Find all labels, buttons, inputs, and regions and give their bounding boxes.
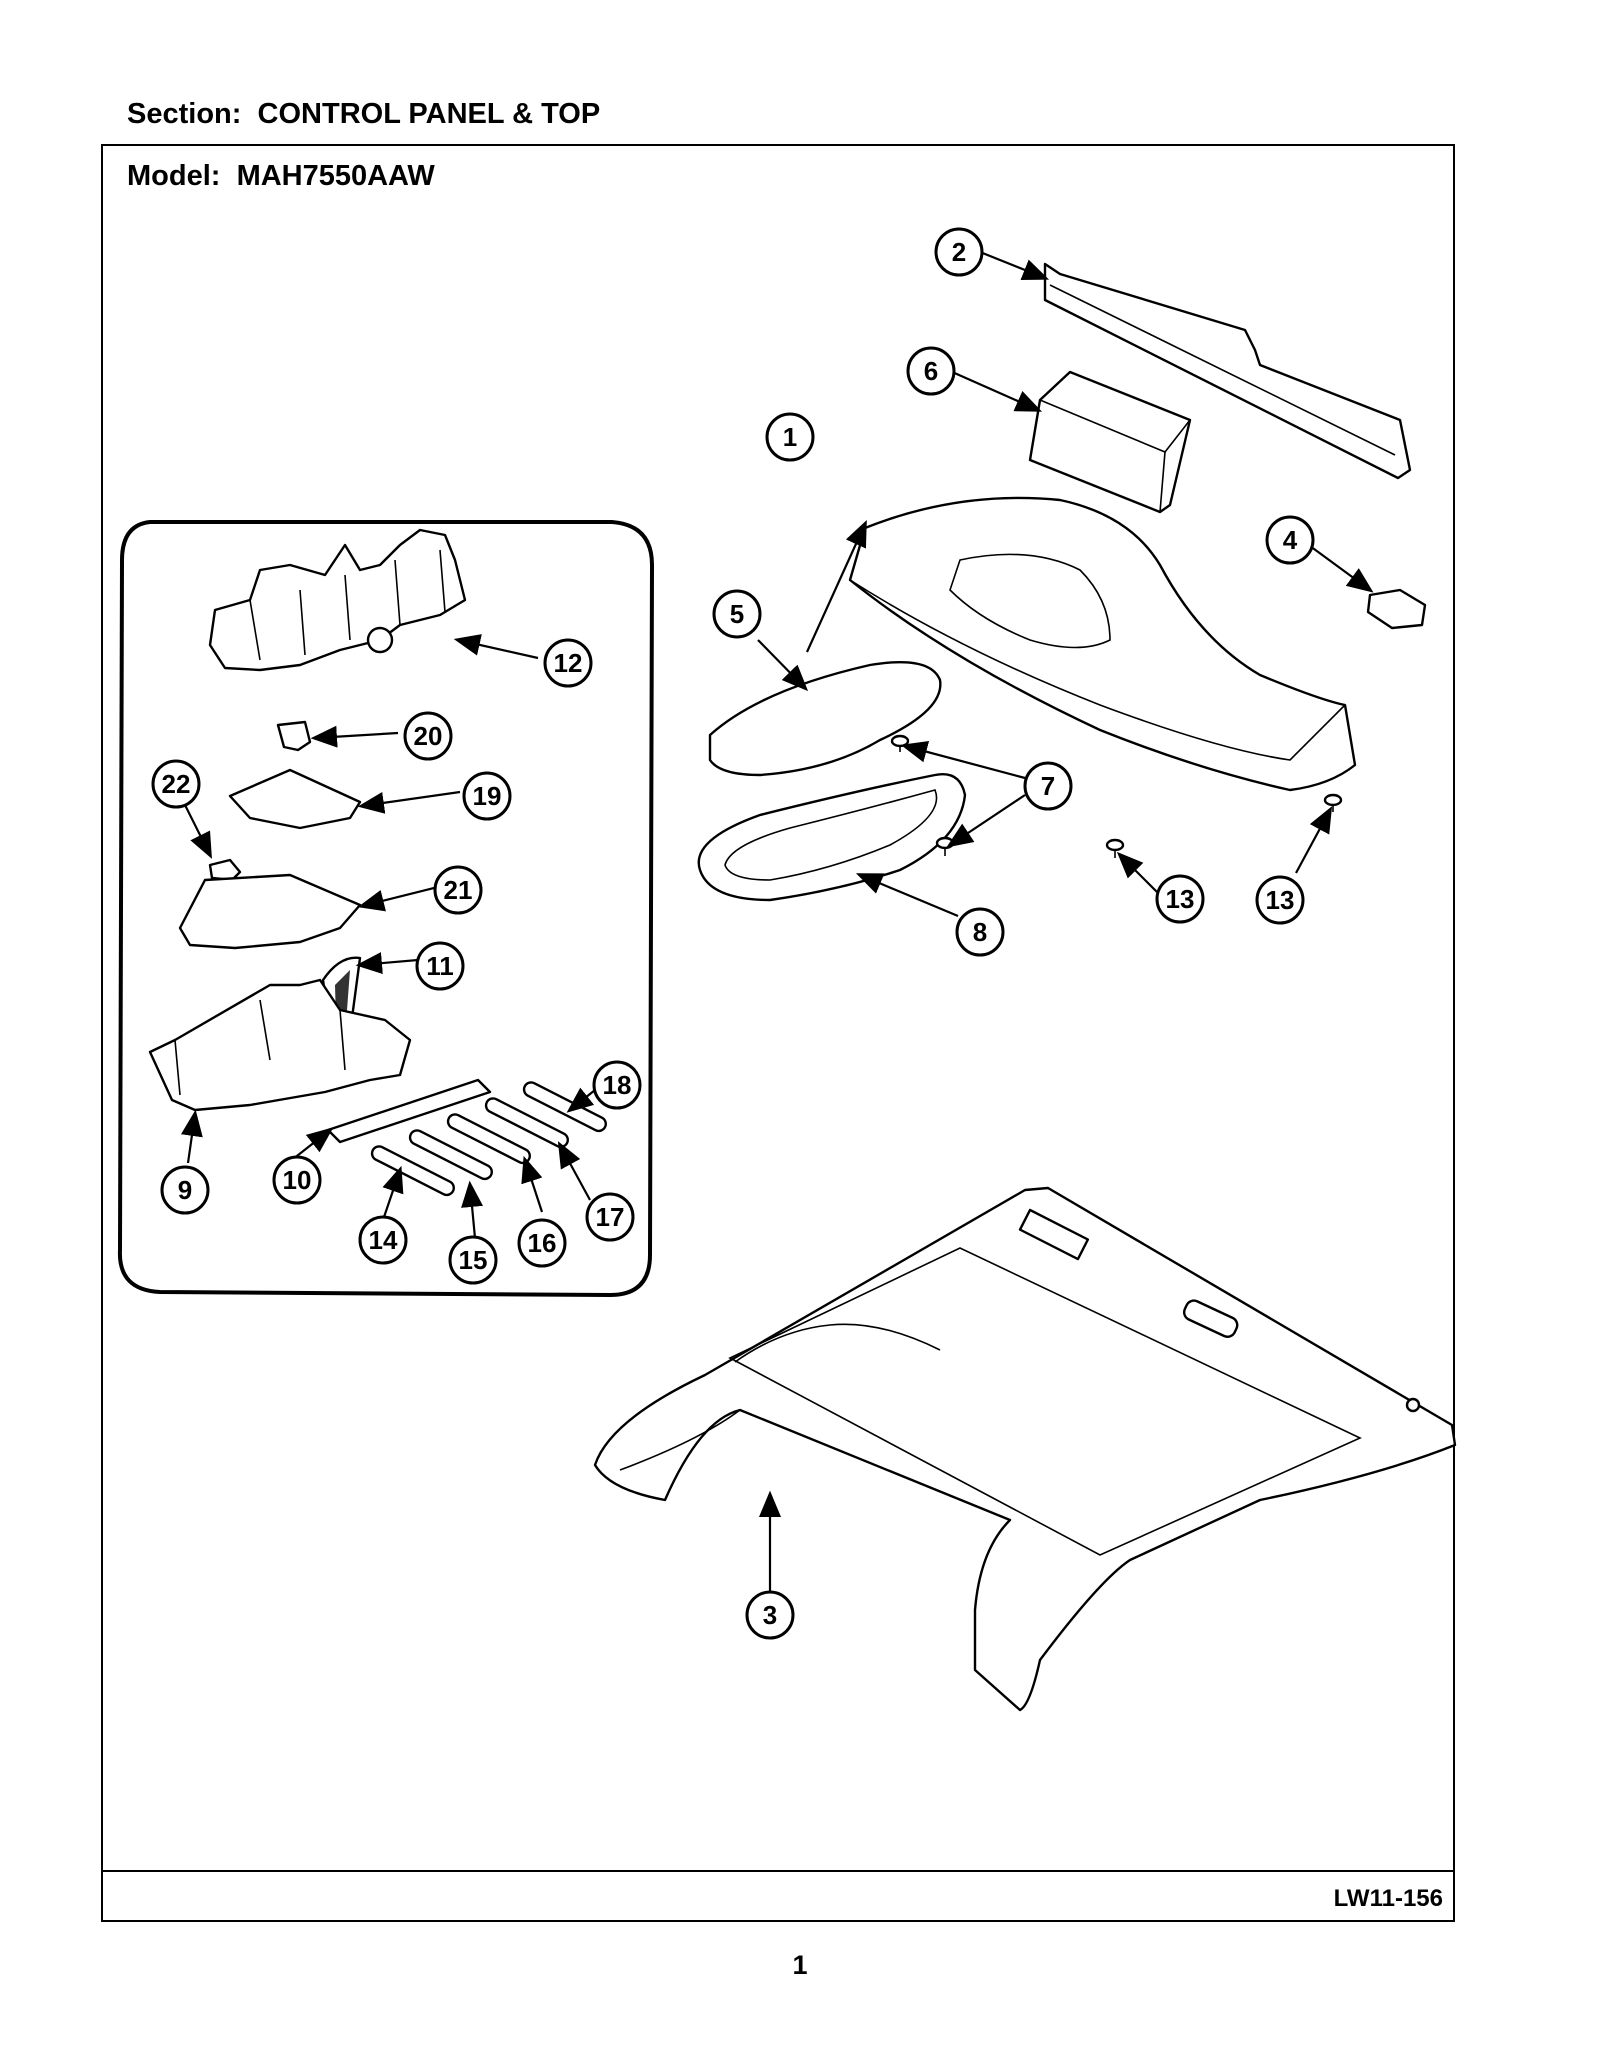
svg-text:11: 11	[426, 951, 454, 981]
part-2-rail	[1043, 262, 1412, 480]
part-22-clip	[208, 858, 242, 882]
callout-1: 1	[765, 412, 815, 462]
svg-text:9: 9	[178, 1175, 192, 1205]
model-title: Model: MAH7550AAW	[127, 160, 435, 193]
svg-text:5: 5	[730, 599, 744, 629]
svg-text:22: 22	[162, 769, 191, 799]
callout-9: 9	[160, 1165, 210, 1215]
screw-7b	[935, 836, 955, 856]
callout-11: 11	[415, 941, 465, 991]
part-4-clip	[1366, 588, 1427, 630]
callout-18: 18	[592, 1060, 642, 1110]
part-19-tray	[228, 768, 362, 830]
callout-16: 16	[517, 1218, 567, 1268]
callout-13a: 13	[1155, 874, 1205, 924]
callout-4: 4	[1265, 515, 1315, 565]
svg-text:15: 15	[459, 1245, 488, 1275]
screw-13b	[1323, 793, 1343, 812]
svg-text:8: 8	[973, 917, 987, 947]
part-1-console	[848, 496, 1357, 792]
svg-text:7: 7	[1041, 771, 1055, 801]
callout-13b: 13	[1255, 875, 1305, 925]
svg-text:18: 18	[603, 1070, 632, 1100]
svg-text:19: 19	[473, 781, 502, 811]
hose-14	[370, 1145, 455, 1197]
part-20-cap	[276, 720, 312, 752]
svg-text:10: 10	[283, 1165, 312, 1195]
svg-text:13: 13	[1166, 884, 1195, 914]
callout-3: 3	[745, 1590, 795, 1640]
svg-text:21: 21	[444, 875, 473, 905]
svg-text:17: 17	[596, 1202, 625, 1232]
part-12-valves	[208, 528, 467, 672]
model-number: MAH7550AAW	[236, 160, 435, 192]
svg-text:4: 4	[1283, 525, 1298, 555]
svg-text:13: 13	[1266, 885, 1295, 915]
callout-8: 8	[955, 907, 1005, 957]
callout-22: 22	[151, 759, 201, 809]
svg-text:6: 6	[924, 356, 938, 386]
section-title: Section: CONTROL PANEL & TOP	[127, 98, 600, 131]
callout-10: 10	[272, 1155, 322, 1205]
callout-6: 6	[906, 346, 956, 396]
screw-7a	[890, 734, 910, 752]
callout-7: 7	[1023, 761, 1073, 811]
part-6-console-box	[1028, 370, 1192, 514]
svg-text:1: 1	[783, 422, 797, 452]
screw-13a	[1105, 838, 1125, 858]
section-label: Section:	[127, 98, 242, 130]
inset-box	[117, 520, 655, 1298]
part-9-tub	[148, 978, 412, 1112]
callout-12: 12	[543, 638, 593, 688]
drawing-id: LW11-156	[1333, 1885, 1443, 1912]
svg-text:3: 3	[763, 1600, 777, 1630]
hoses	[370, 1081, 607, 1197]
part-8-ring	[697, 773, 967, 902]
part-10-manifold	[326, 1078, 492, 1144]
callout-5: 5	[712, 589, 762, 639]
svg-text:20: 20	[414, 721, 443, 751]
footer-divider	[101, 1870, 1455, 1872]
page-number: 1	[792, 1950, 808, 1980]
part-3-top	[593, 1186, 1457, 1712]
callout-21: 21	[433, 865, 483, 915]
callout-19: 19	[462, 771, 512, 821]
callout-14: 14	[358, 1215, 408, 1265]
hose-15	[408, 1129, 493, 1181]
callout-15: 15	[448, 1235, 498, 1285]
part-5-lid	[708, 660, 942, 777]
svg-text:16: 16	[528, 1228, 557, 1258]
callout-20: 20	[403, 711, 453, 761]
model-label: Model:	[127, 160, 221, 192]
callout-2: 2	[934, 227, 984, 277]
svg-text:14: 14	[369, 1225, 398, 1255]
svg-text:2: 2	[952, 237, 966, 267]
svg-text:12: 12	[554, 648, 583, 678]
callout-17: 17	[585, 1192, 635, 1242]
diagram-frame	[101, 144, 1455, 1922]
part-21-tray	[178, 873, 362, 950]
section-name: CONTROL PANEL & TOP	[257, 98, 601, 130]
